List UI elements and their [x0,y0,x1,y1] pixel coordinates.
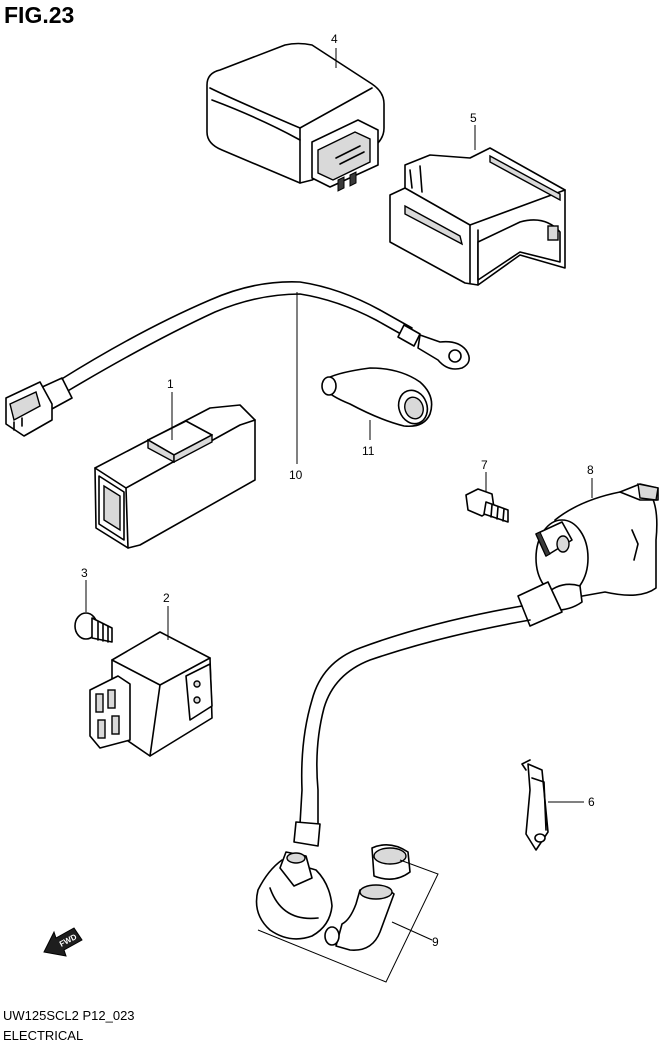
clamp-hole [534,833,546,843]
part-5-rubber-cover[interactable] [389,147,566,286]
callout-10: 10 [289,468,303,482]
figure-title: FIG.23 [4,2,75,28]
coil-mount-hole [556,535,570,553]
part-11-terminal-cap[interactable] [321,367,433,428]
callout-9: 9 [432,935,439,949]
elbow-mouth [359,884,393,900]
arrow-down-left-icon: FWD [43,927,83,957]
part-1-connector[interactable] [94,404,256,549]
part-8-high-tension-cord[interactable] [293,581,563,847]
part-9-plug-cap[interactable] [255,844,411,951]
seal-ring [373,847,407,865]
part-6-clamp[interactable] [521,759,549,851]
part-3-screw[interactable] [74,612,113,643]
callout-8: 8 [587,463,594,477]
part-10-wire-harness[interactable] [5,281,470,437]
callout-1: 1 [167,377,174,391]
callout-4: 4 [331,32,338,46]
part-8-ignition-coil[interactable] [535,483,659,612]
cover-slot [547,225,559,241]
cap-top [286,852,306,864]
part-2-relay[interactable] [89,631,213,757]
set-bracket-9 [257,859,439,983]
callout-5: 5 [470,111,477,125]
part-4-control-unit[interactable] [206,42,385,192]
part-7-bolt[interactable] [465,488,509,523]
callout-3: 3 [81,566,88,580]
callout-7: 7 [481,458,488,472]
figure-code: UW125SCL2 P12_023 [3,1008,135,1023]
callout-11: 11 [362,444,375,458]
figure-name: ELECTRICAL [3,1028,84,1043]
callout-2: 2 [163,591,170,605]
ring-terminal-hole [448,349,462,363]
cap-tip [321,376,337,396]
cap-inner [404,396,424,420]
leader-9 [391,921,433,941]
callout-6: 6 [588,795,595,809]
elbow-hole [324,926,340,946]
